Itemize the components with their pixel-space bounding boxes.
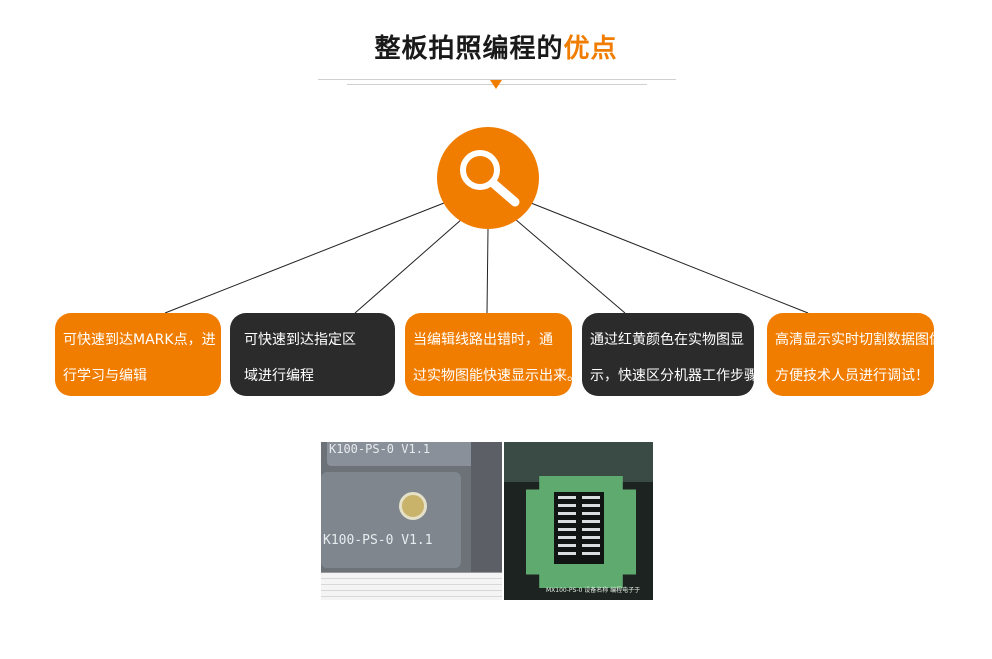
feature-box-hd: 高清显示实时切割数据图像 方便技术人员进行调试！: [767, 313, 934, 396]
feature-box-region: 可快速到达指定区 域进行编程: [230, 313, 395, 396]
pcb-photo-right: MX100-PS-0 设备名称 编程电子于: [504, 442, 653, 600]
example-photos: K100-PS-0 V1.1 K100-PS-0 V1.1: [321, 442, 653, 600]
feature-text: 通过红黄颜色在实物图显: [590, 332, 744, 348]
feature-text: 可快速到达指定区: [244, 332, 356, 348]
board-text-top: K100-PS-0 V1.1: [329, 442, 431, 456]
search-icon: [460, 150, 520, 207]
board-text-bottom: K100-PS-0 V1.1: [323, 533, 433, 548]
title-highlight: 优点: [563, 34, 618, 64]
feature-text: 域进行编程: [244, 368, 314, 384]
feature-text: 过实物图能快速显示出来。: [413, 368, 572, 384]
feature-box-error: 当编辑线路出错时，通 过实物图能快速显示出来。: [405, 313, 572, 396]
page-title: 整板拍照编程的优点: [0, 28, 992, 65]
title-divider-top: [318, 79, 676, 80]
board-label: MX100-PS-0 设备名称 编程电子于: [546, 587, 641, 594]
feature-text: 行学习与编辑: [63, 368, 147, 384]
feature-text: 示，快速区分机器工作步骤: [590, 368, 754, 384]
coordinate-table: [321, 572, 502, 600]
feature-text: 方便技术人员进行调试！: [775, 368, 929, 384]
search-hub: [437, 127, 539, 229]
pcb-photo-left: K100-PS-0 V1.1 K100-PS-0 V1.1: [321, 442, 502, 600]
title-main: 整板拍照编程的: [374, 34, 564, 64]
feature-box-color: 通过红黄颜色在实物图显 示，快速区分机器工作步骤: [582, 313, 754, 396]
feature-text: 可快速到达MARK点，进: [63, 332, 216, 348]
pad-icon: [399, 492, 427, 520]
feature-text: 当编辑线路出错时，通: [413, 332, 553, 348]
down-triangle-icon: [490, 80, 502, 89]
feature-box-mark: 可快速到达MARK点，进 行学习与编辑: [55, 313, 221, 396]
feature-text: 高清显示实时切割数据图像: [775, 332, 934, 348]
chip-icon: [554, 492, 604, 564]
